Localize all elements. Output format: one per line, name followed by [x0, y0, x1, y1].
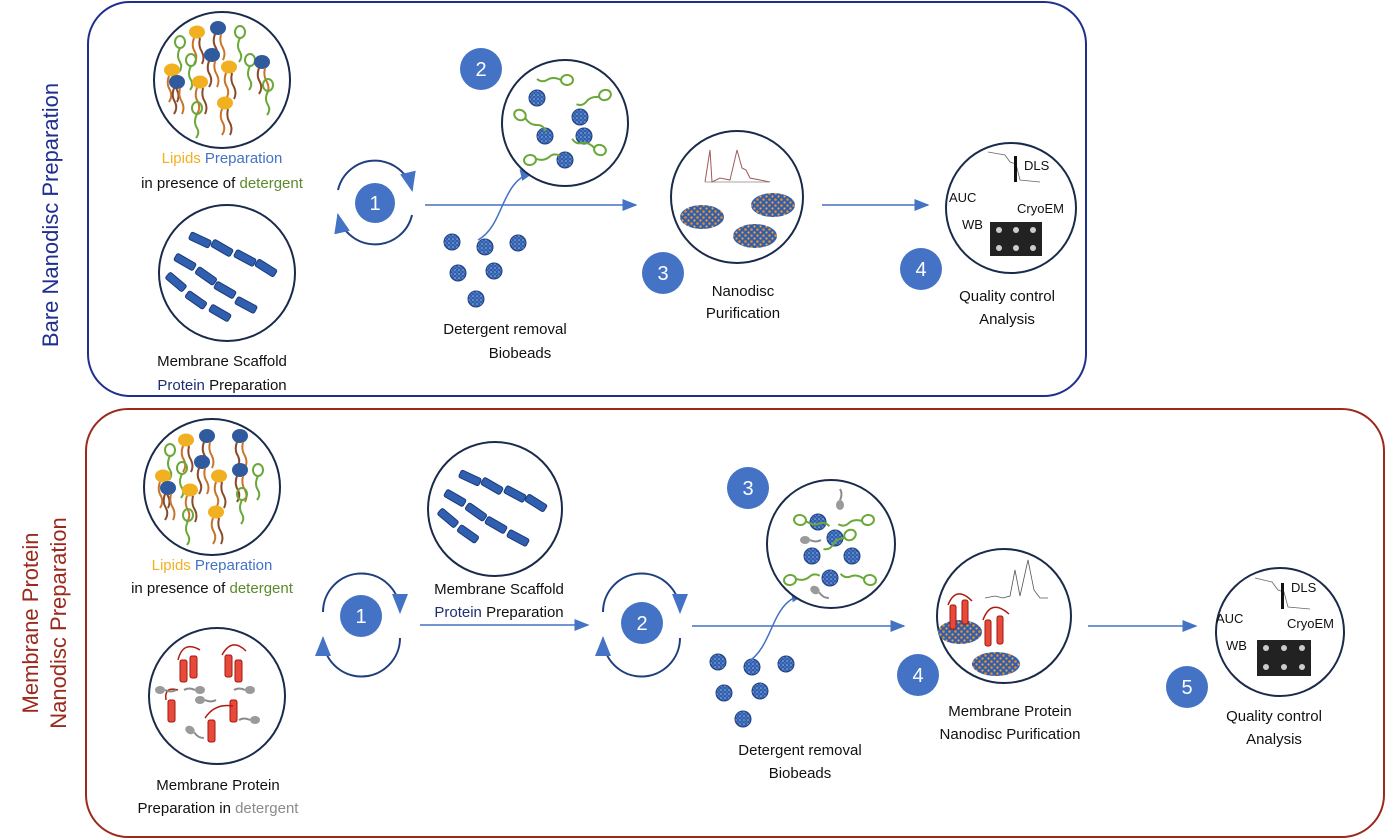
step-3-number-bottom: 3	[742, 478, 753, 500]
step-3-mix-circle-bottom	[766, 479, 896, 609]
step-3-number: 3	[657, 263, 668, 285]
mp-purification-line1: Membrane Protein	[948, 703, 1071, 720]
membrane-protein-circle	[148, 627, 286, 765]
qc-line2-bottom: Analysis	[1246, 731, 1302, 748]
step-2-mix-circle	[501, 59, 629, 187]
step-3-badge	[642, 252, 684, 294]
msp-prep-word-bottom: Preparation	[482, 604, 564, 621]
membrane-protein-panel	[85, 408, 1385, 838]
presence-text: in presence of	[141, 175, 239, 192]
lipids-word: Lipids	[162, 150, 201, 167]
qc-dls: DLS	[1024, 158, 1050, 173]
step-4-number-bottom: 4	[912, 665, 923, 687]
msp-protein-word-bottom: Protein	[434, 604, 482, 621]
step-1-cycle: 1	[334, 159, 416, 246]
qc-dls-bottom: DLS	[1291, 580, 1317, 595]
qc-wb: WB	[962, 217, 983, 232]
qc-cryoem-bottom: CryoEM	[1287, 616, 1334, 631]
step-5-number: 5	[1181, 677, 1192, 699]
purification-line1: Nanodisc	[712, 283, 775, 300]
svg-text:in presence of detergent: in presence of detergent	[141, 175, 304, 192]
mp-purification-circle	[936, 548, 1072, 684]
step-1-cycle-bottom: 1	[315, 572, 408, 678]
bottom-side-title-line1: Membrane Protein	[18, 533, 43, 714]
qc-circle: DLS AUC CryoEM WB	[945, 142, 1077, 274]
mp-purification-line2: Nanodisc Purification	[940, 726, 1081, 743]
bare-nanodisc-panel	[87, 1, 1087, 397]
qc-auc-bottom: AUC	[1216, 611, 1243, 626]
mp-detergent-word: detergent	[235, 800, 299, 817]
removal-line1: Detergent removal	[443, 321, 566, 338]
purification-line2: Purification	[706, 305, 780, 322]
biobeads-cluster-bottom	[709, 590, 807, 728]
step-1-number: 1	[369, 193, 380, 215]
lipids-word-bottom: Lipids	[152, 557, 191, 574]
step-4-badge	[900, 248, 942, 290]
step-4-number: 4	[915, 259, 926, 281]
qc-cryoem: CryoEM	[1017, 201, 1064, 216]
svg-text:Protein Preparation: Protein Preparation	[434, 604, 563, 621]
top-side-title: Bare Nanodisc Preparation	[38, 83, 63, 347]
msp-prep-word: Preparation	[205, 377, 287, 394]
msp-circle	[158, 204, 296, 342]
step-2-number: 2	[475, 59, 486, 81]
detergent-word-bottom: detergent	[230, 580, 294, 597]
qc-line1-bottom: Quality control	[1226, 708, 1322, 725]
lipid-mix-circle	[153, 11, 291, 149]
svg-text:in presence of detergent: in presence of detergent	[131, 580, 294, 597]
mp-label-line1: Membrane Protein	[156, 777, 279, 794]
msp-label-line1: Membrane Scaffold	[157, 353, 287, 370]
detergent-word: detergent	[240, 175, 304, 192]
step-1-number-bottom: 1	[355, 606, 366, 628]
qc-auc: AUC	[949, 190, 976, 205]
svg-text:Protein Preparation: Protein Preparation	[157, 377, 286, 394]
preparation-word: Preparation	[205, 150, 283, 167]
msp-protein-word: Protein	[157, 377, 205, 394]
purification-circle	[670, 130, 804, 264]
svg-text:Preparation in detergent: Preparation in detergent	[138, 800, 300, 817]
bottom-side-title-line2: Nanodisc Preparation	[46, 517, 71, 729]
qc-line2: Analysis	[979, 311, 1035, 328]
presence-text-bottom: in presence of	[131, 580, 229, 597]
preparation-word-bottom: Preparation	[195, 557, 273, 574]
msp-label-line1-bottom: Membrane Scaffold	[434, 581, 564, 598]
qc-circle-bottom: DLS AUC CryoEM WB	[1215, 567, 1345, 697]
mp-label-line2a: Preparation in	[138, 800, 236, 817]
biobeads-cluster	[443, 169, 536, 308]
msp-circle-bottom	[427, 441, 563, 577]
qc-line1: Quality control	[959, 288, 1055, 305]
step-2-badge	[460, 48, 502, 90]
lipid-mix-circle-bottom	[143, 418, 281, 556]
step-2-cycle-bottom: 2	[595, 572, 688, 678]
step-5-badge	[1166, 666, 1208, 708]
qc-wb-bottom: WB	[1226, 638, 1247, 653]
removal-line2-bottom: Biobeads	[769, 765, 832, 782]
step-3-badge-bottom	[727, 467, 769, 509]
removal-line1-bottom: Detergent removal	[738, 742, 861, 759]
step-2-number-bottom: 2	[636, 613, 647, 635]
step-4-badge-bottom	[897, 654, 939, 696]
removal-line2: Biobeads	[489, 345, 552, 362]
